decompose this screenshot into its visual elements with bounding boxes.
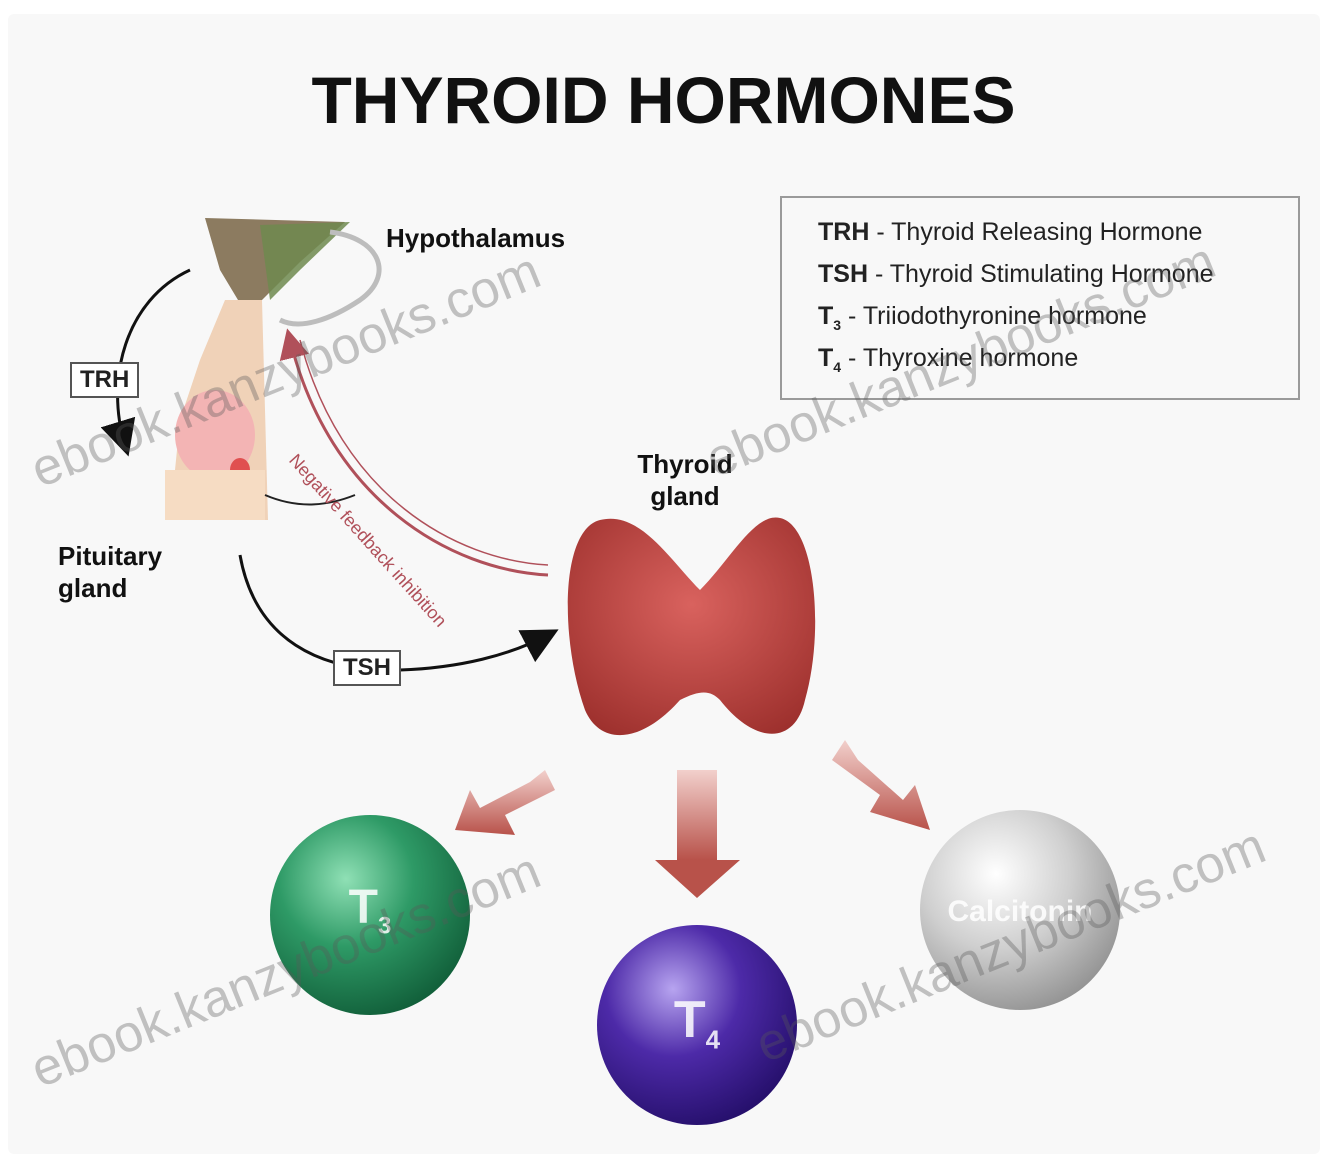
legend-abbr: TSH [818,260,868,288]
legend-abbr: T [818,302,833,330]
thyroid-illustration [568,517,815,735]
legend-desc: - Thyroid Releasing Hormone [869,218,1202,246]
pituitary-label: Pituitary gland [58,540,162,604]
hypothalamus-label: Hypothalamus [386,222,565,254]
legend-abbr: TRH [818,218,869,246]
pituitary-label-line2: gland [58,572,162,604]
tsh-tag: TSH [333,650,401,686]
legend-row-trh: TRH - Thyroid Releasing Hormone [818,218,1202,249]
trh-tag: TRH [70,362,139,398]
t4-main: T [674,991,706,1049]
legend-sub: 4 [833,359,841,375]
legend-sub: 3 [833,317,841,333]
pituitary-label-line1: Pituitary [58,540,162,572]
arrow-to-t3 [455,770,555,835]
legend-abbr: T [818,344,833,372]
t4-sub: 4 [706,1024,720,1054]
t4-sphere-label: T4 [647,990,747,1055]
arrow-to-t4 [655,770,740,898]
arrow-to-calcitonin [832,740,930,830]
